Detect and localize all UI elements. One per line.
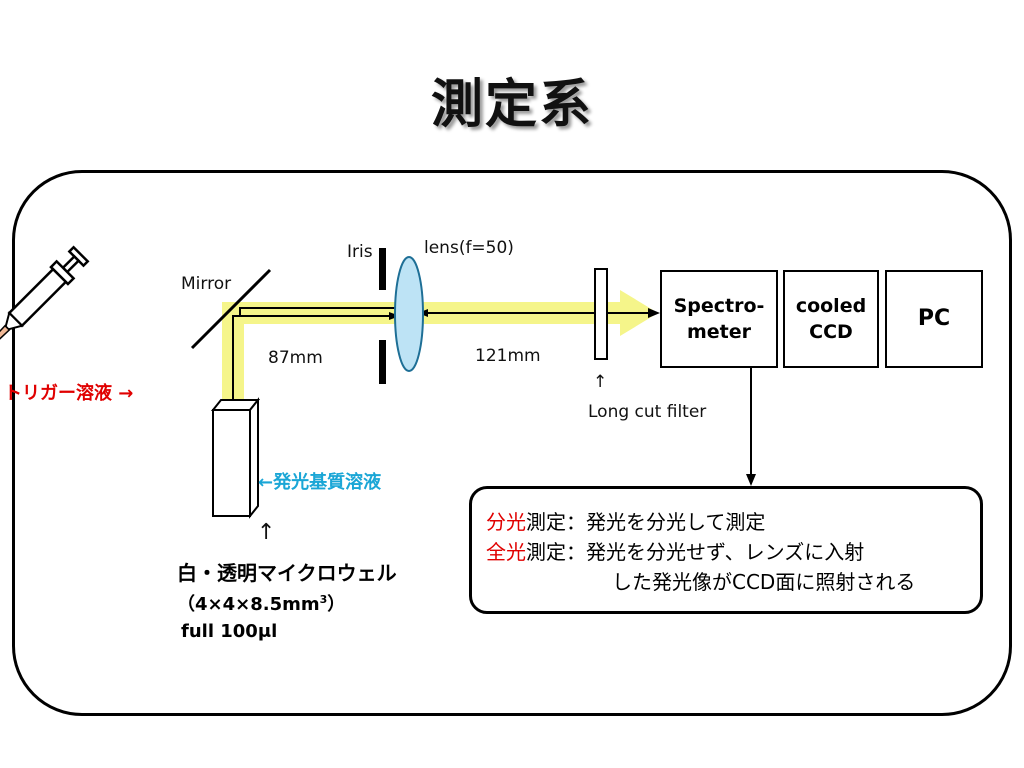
lens — [394, 256, 424, 372]
mirror — [190, 268, 272, 350]
long-cut-filter-label: Long cut filter — [588, 402, 707, 422]
microwell-volume: full 100μl — [181, 621, 278, 642]
pc-box: PC — [885, 270, 983, 368]
note-line-spectral: 分光測定：発光を分光して測定 — [486, 510, 766, 534]
note-line-total: 全光測定：発光を分光せず、レンズに入射 — [486, 540, 865, 564]
note-line-3: した発光像がCCD面に照射される — [612, 570, 916, 594]
microwell-label: 白・透明マイクロウェル — [177, 561, 397, 585]
optical-path-line-upper — [239, 307, 400, 316]
page-title: 測定系 — [430, 75, 593, 135]
measurement-note: 分光測定：発光を分光して測定 全光測定：発光を分光せず、レンズに入射 した発光像… — [469, 486, 983, 614]
optical-path-line — [232, 315, 400, 400]
ccd-label-1: cooled — [795, 295, 867, 317]
distance-121-label: 121mm — [475, 346, 541, 366]
long-cut-filter — [594, 268, 608, 360]
iris-top — [379, 248, 386, 290]
iris-bottom — [379, 340, 386, 384]
pc-label: PC — [917, 306, 951, 331]
well-front — [212, 409, 251, 517]
ccd-label-2: CCD — [809, 321, 853, 343]
spectrometer-label-1: Spectro- — [673, 295, 765, 317]
microwell-size: （4×4×8.5mm3） — [177, 593, 346, 615]
iris-label: Iris — [347, 242, 373, 262]
syringe-icon — [0, 245, 90, 386]
trigger-solution-label: トリガー溶液 → — [4, 383, 134, 404]
filter-arrow-icon: ↑ — [593, 372, 608, 392]
diagram-frame — [12, 170, 1012, 716]
substrate-solution-label: ←発光基質溶液 — [258, 472, 382, 493]
lens-label: lens(f=50) — [424, 238, 514, 258]
mirror-label: Mirror — [181, 274, 232, 294]
spectrometer-box: Spectro- meter — [660, 270, 778, 368]
well-arrow-icon: ↑ — [257, 520, 276, 545]
well-side — [249, 397, 259, 519]
signal-arrowhead — [746, 474, 756, 486]
spectrometer-label-2: meter — [686, 321, 752, 343]
cooled-ccd-box: cooled CCD — [783, 270, 879, 368]
path-arrowhead — [648, 308, 660, 318]
distance-87-label: 87mm — [268, 348, 323, 368]
